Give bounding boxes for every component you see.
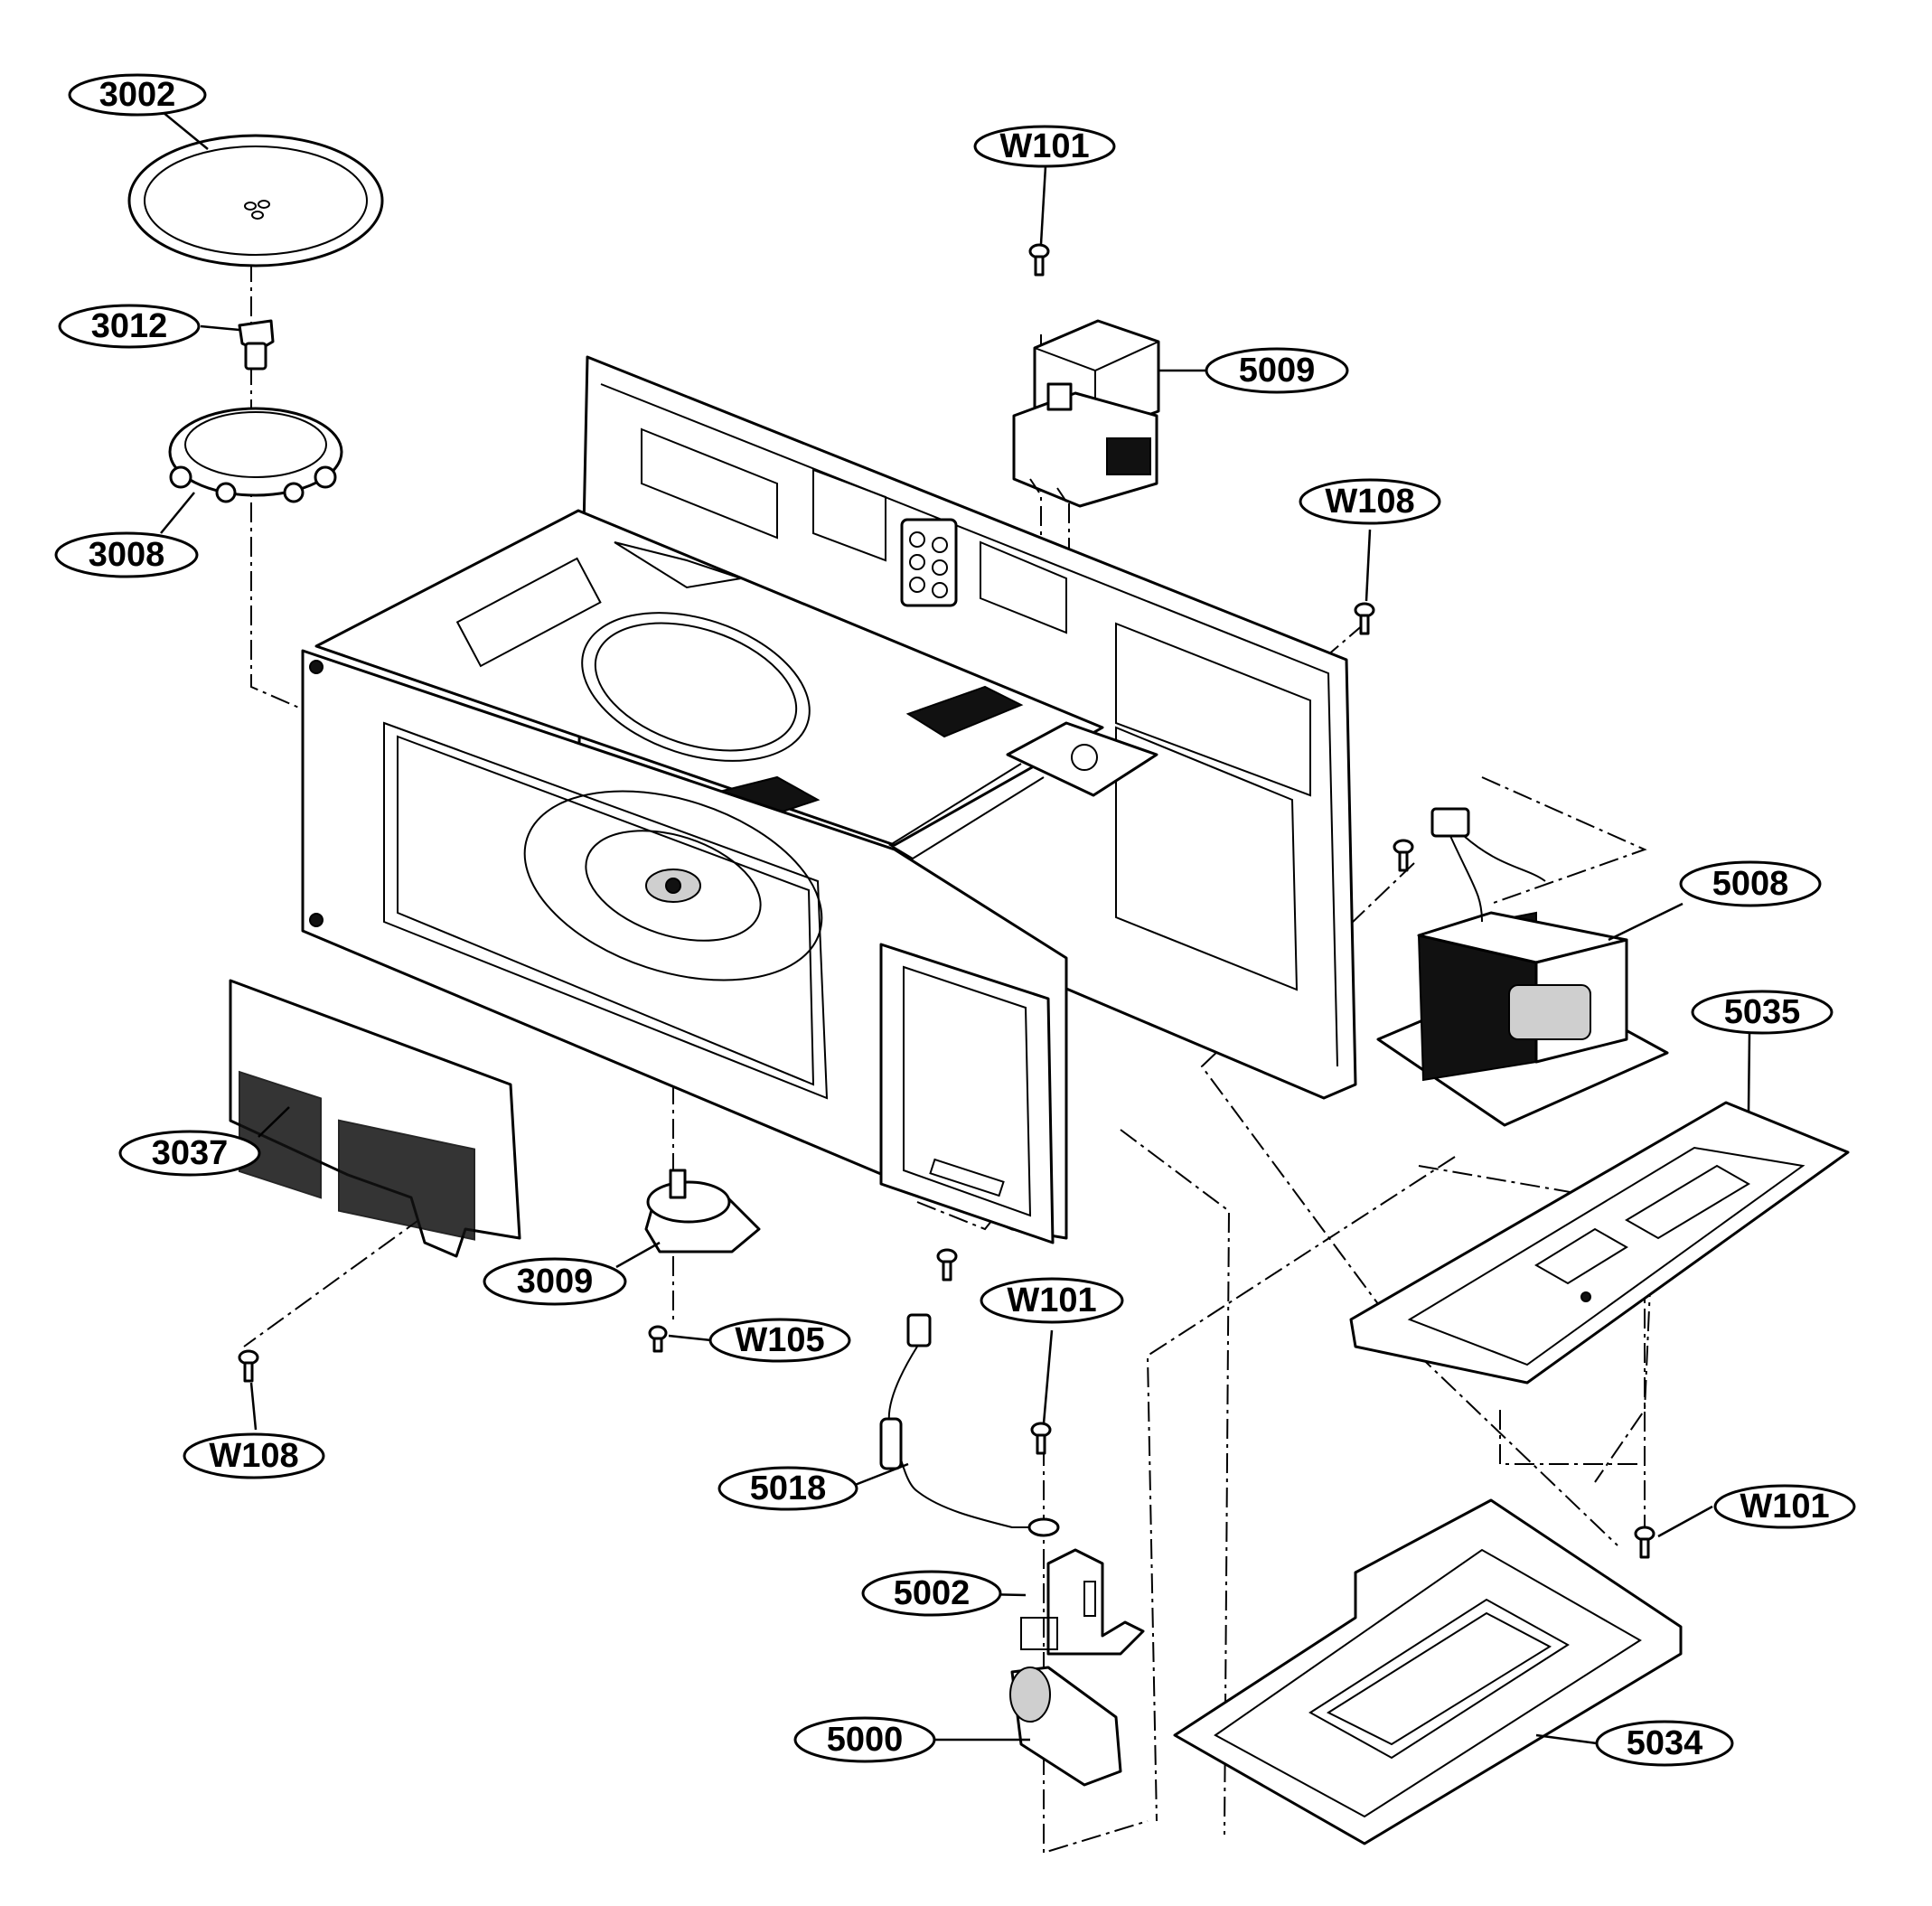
callout-w101-middle: W101 [980, 1277, 1124, 1324]
callout-5008: 5008 [1679, 860, 1822, 907]
callout-w108-top: W108 [1299, 478, 1441, 525]
thermal-fuse-wire [879, 1313, 1060, 1537]
callout-3009-label: 3009 [517, 1263, 594, 1300]
roller-ring [168, 407, 343, 503]
vent-cover [229, 979, 521, 1258]
callout-5034-label: 5034 [1627, 1724, 1703, 1762]
callout-5008-label: 5008 [1712, 865, 1789, 903]
callout-3009: 3009 [483, 1257, 627, 1306]
bottom-cover [1173, 1498, 1683, 1845]
base-plate [1349, 1101, 1850, 1385]
coupler [238, 319, 275, 371]
callout-5000-label: 5000 [827, 1721, 904, 1759]
callout-5002: 5002 [861, 1570, 1002, 1617]
callout-5002-label: 5002 [894, 1574, 971, 1612]
high-voltage-transformer [1376, 807, 1669, 1127]
callout-3012: 3012 [58, 304, 201, 349]
door-switch [1009, 1666, 1122, 1787]
latch-bracket [1020, 1548, 1145, 1656]
callout-w108-top-label: W108 [1325, 483, 1414, 521]
callout-5018: 5018 [717, 1466, 858, 1511]
cavity-chassis [301, 355, 1357, 1244]
turntable-glass [127, 134, 384, 268]
callout-3008: 3008 [54, 531, 199, 578]
callout-5009-label: 5009 [1239, 352, 1316, 390]
callout-w108-bottom-label: W108 [209, 1437, 298, 1475]
vent-grille [905, 685, 1024, 738]
callout-3002-label: 3002 [99, 76, 176, 114]
callout-3008-label: 3008 [89, 536, 165, 574]
callout-w101-top: W101 [973, 125, 1116, 168]
turntable-motor [644, 1169, 761, 1253]
callout-5000: 5000 [793, 1716, 936, 1763]
callout-3002: 3002 [68, 73, 207, 117]
callout-5009: 5009 [1205, 347, 1349, 394]
callout-5035: 5035 [1691, 990, 1834, 1035]
callout-w101-top-label: W101 [999, 127, 1089, 165]
magnetron [1012, 319, 1160, 508]
callout-w105-label: W105 [735, 1321, 824, 1359]
callout-w108-bottom: W108 [183, 1432, 325, 1479]
callout-w101-bottom: W101 [1713, 1484, 1856, 1529]
screw-icon-set [238, 243, 1655, 1559]
callout-w101-middle-label: W101 [1007, 1282, 1096, 1319]
callout-3012-label: 3012 [91, 307, 168, 345]
callout-w101-bottom-label: W101 [1740, 1488, 1829, 1526]
callout-leaders [160, 111, 1751, 1745]
callout-5018-label: 5018 [750, 1469, 827, 1507]
callout-3037-label: 3037 [152, 1134, 229, 1172]
callout-w105: W105 [708, 1318, 851, 1363]
callout-5035-label: 5035 [1724, 993, 1801, 1031]
callout-3037: 3037 [118, 1130, 261, 1177]
callout-5034: 5034 [1595, 1720, 1734, 1767]
